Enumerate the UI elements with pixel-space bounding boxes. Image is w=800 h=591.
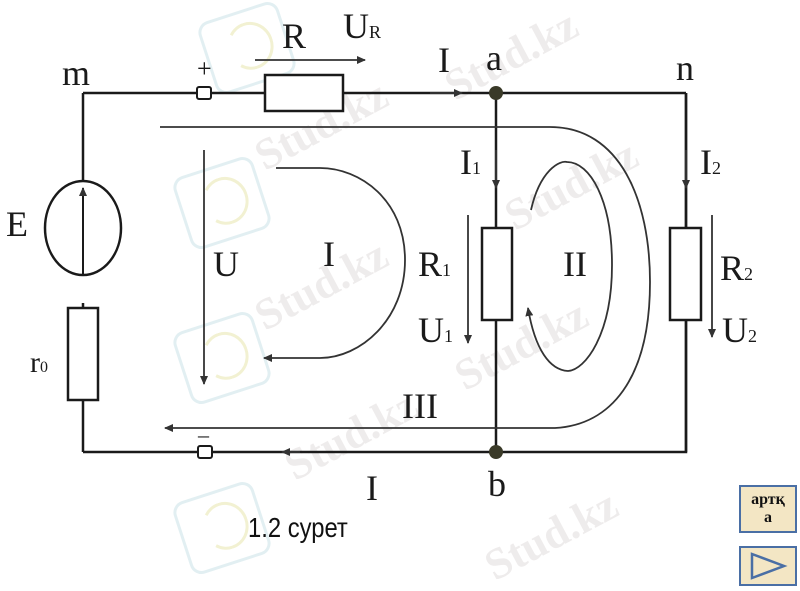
node-label-b: b — [488, 464, 506, 504]
resistor-r-label: R — [282, 16, 307, 56]
node-b — [489, 445, 503, 459]
loop-i-path — [263, 167, 406, 362]
node-label-m: m — [62, 53, 91, 93]
loop-iii-path — [160, 126, 651, 432]
resistor-r2 — [668, 226, 703, 322]
current-i-bottom-label: I — [366, 468, 378, 508]
voltage-ur-label: UR — [343, 6, 382, 46]
current-i2-label: I2 — [700, 142, 721, 182]
emf-label: E — [6, 204, 28, 244]
loop-ii-label: II — [563, 244, 587, 284]
voltage-u-label: U — [213, 244, 239, 284]
node-a — [489, 86, 503, 100]
terminal-plus — [196, 86, 212, 100]
play-triangle-icon — [750, 552, 788, 580]
resistor-r — [263, 73, 345, 113]
resistor-r1 — [480, 226, 514, 322]
current-i1-label: I1 — [460, 142, 481, 182]
voltage-u2-label: U2 — [722, 310, 757, 350]
current-i-top-label: I — [438, 40, 450, 80]
resistor-r2-label: R2 — [720, 248, 754, 288]
terminal-plus-label: + — [197, 54, 212, 83]
loop-iii-label: III — [402, 386, 438, 426]
voltage-u1-label: U1 — [418, 310, 453, 350]
resistor-r0 — [66, 306, 100, 402]
loop-i-label: I — [323, 234, 335, 274]
figure-caption: 1.2 сурет — [248, 512, 348, 543]
next-button[interactable] — [739, 546, 797, 586]
terminal-minus — [197, 445, 213, 459]
r0-label: r0 — [30, 346, 48, 379]
resistor-r1-label: R1 — [418, 244, 452, 284]
terminal-minus-label: – — [198, 422, 209, 447]
loop-ii-path — [525, 160, 613, 372]
node-label-a: a — [486, 38, 502, 78]
node-label-n: n — [676, 48, 694, 88]
